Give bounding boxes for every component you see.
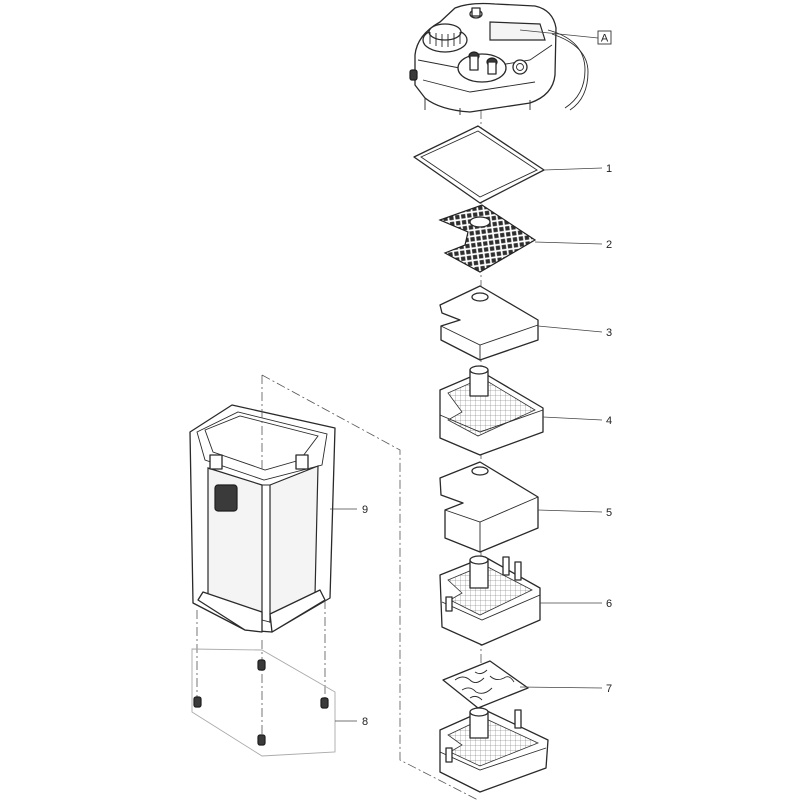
canister-housing <box>189 404 336 633</box>
callout-8-label: 8 <box>362 716 368 728</box>
filter-basket-2 <box>439 555 541 646</box>
foam-pad-top <box>439 285 539 361</box>
filter-basket-1 <box>439 365 544 456</box>
callout-4-label: 4 <box>606 415 612 427</box>
foot <box>193 696 202 708</box>
callout-3-label: 3 <box>606 327 612 339</box>
foot <box>257 734 266 746</box>
callout-7-label: 7 <box>606 683 612 695</box>
foot <box>257 659 266 671</box>
callout-A: A <box>597 30 612 45</box>
feet-set <box>191 648 336 757</box>
leader-lines <box>330 29 603 722</box>
callout-1-label: 1 <box>606 163 612 175</box>
callout-5-label: 5 <box>606 507 612 519</box>
callout-6-label: 6 <box>606 598 612 610</box>
callout-A-label: A <box>601 33 609 45</box>
sealing-ring <box>413 125 545 204</box>
foam-block <box>439 461 539 553</box>
filter-media-sheet <box>442 660 529 709</box>
callout-2-label: 2 <box>606 239 612 251</box>
callout-9-label: 9 <box>362 504 368 516</box>
foot <box>320 697 329 709</box>
pump-head <box>409 2 589 115</box>
filter-mesh-plate <box>438 204 537 273</box>
housing-axis-diagonal <box>261 374 479 801</box>
filter-basket-3 <box>439 707 549 793</box>
